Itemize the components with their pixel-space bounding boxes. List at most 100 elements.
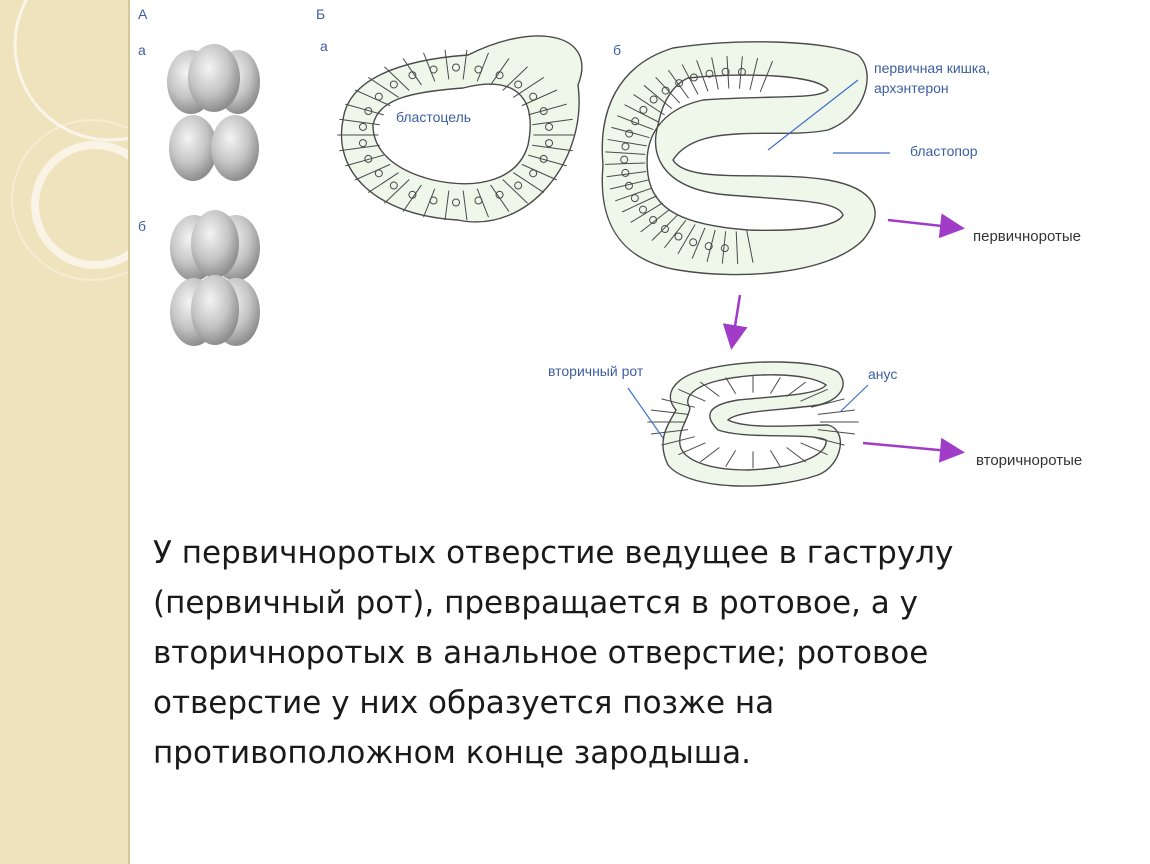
cell-nucleus — [638, 205, 647, 214]
cell-wall — [706, 229, 716, 262]
cell-wall — [800, 442, 828, 456]
cell-wall — [512, 172, 545, 194]
cell-wall — [609, 179, 649, 190]
cell-wall — [668, 69, 690, 99]
cell-nucleus — [674, 232, 683, 241]
cell-wall — [384, 179, 410, 204]
cell-nucleus — [429, 65, 438, 74]
cell-wall — [664, 220, 687, 249]
cell-wall — [661, 398, 695, 408]
cell-wall — [746, 230, 754, 263]
deuterostome-arrow — [862, 437, 965, 463]
panel-b-letter: Б — [316, 6, 326, 22]
cell-wall — [811, 398, 845, 408]
cell-wall — [605, 162, 646, 165]
cell-nucleus — [720, 244, 729, 253]
cell-wall — [367, 172, 400, 194]
cell-wall — [650, 429, 689, 435]
cell-wall — [606, 171, 647, 178]
cell-wall — [462, 49, 468, 80]
cell-nucleus — [621, 168, 630, 177]
cell-nucleus — [661, 86, 670, 95]
cell-wall — [678, 442, 706, 456]
cell-nucleus — [514, 181, 523, 190]
cell-wall — [502, 179, 528, 204]
cell-wall — [444, 49, 450, 80]
cell-wall — [699, 447, 720, 463]
cell-wall — [624, 104, 659, 123]
cell-wall — [339, 118, 380, 126]
cell-wall — [476, 188, 489, 218]
cell-wall — [512, 76, 545, 98]
cell-nucleus — [545, 122, 554, 131]
cell-nucleus — [689, 238, 698, 247]
cell-nucleus — [704, 242, 713, 251]
cell-nucleus — [649, 216, 658, 225]
cell-wall — [528, 154, 567, 167]
radial-cleavage-embryo — [170, 210, 260, 346]
cell-nucleus — [358, 122, 367, 131]
panel-b-sub-b-label: б — [613, 42, 622, 58]
cell-wall — [643, 84, 673, 110]
cell-wall — [800, 388, 828, 402]
cell-nucleus — [408, 71, 417, 80]
cell-nucleus — [620, 155, 629, 164]
cell-nucleus — [364, 154, 373, 163]
cell-nucleus — [474, 196, 483, 205]
cell-wall — [528, 103, 567, 116]
cell-wall — [384, 66, 410, 91]
cell-wall — [811, 436, 845, 446]
cell-nucleus — [649, 95, 658, 104]
cell-wall — [367, 76, 400, 98]
cell-nucleus — [474, 65, 483, 74]
cell-wall — [423, 52, 436, 82]
cell-nucleus — [539, 154, 548, 163]
cell-nucleus — [631, 117, 640, 126]
cell-nucleus — [529, 169, 538, 178]
cell-wall — [650, 409, 689, 415]
secondary-mouth-pointer-line — [627, 387, 664, 439]
cell-nucleus — [429, 196, 438, 205]
cell-nucleus — [539, 107, 548, 116]
cell-wall — [661, 436, 695, 446]
cell-wall — [738, 56, 743, 89]
cell-nucleus — [661, 225, 670, 234]
cell-wall — [759, 60, 774, 93]
cell-wall — [735, 231, 739, 264]
cell-wall — [677, 224, 696, 255]
archenteron-label-line2: архэнтерон — [874, 80, 949, 96]
cell-nucleus — [705, 69, 714, 78]
caption-text: У первичноротых отверстие ведущее в гаст… — [153, 535, 954, 771]
blastocoel-label: бластоцель — [396, 109, 472, 125]
cell-nucleus — [721, 67, 730, 76]
cell-wall — [532, 118, 573, 126]
cell-wall — [725, 450, 737, 467]
cell-nucleus — [374, 92, 383, 101]
cell-wall — [617, 115, 654, 131]
cell-nucleus — [514, 80, 523, 89]
decorative-sidebar — [0, 0, 130, 864]
protostome-arrow — [887, 213, 965, 239]
blastula — [337, 35, 583, 223]
archenteron-pointer-line — [767, 79, 859, 151]
cell-wall — [678, 388, 706, 402]
down-arrow — [722, 294, 748, 350]
cell-nucleus — [408, 190, 417, 199]
cell-nucleus — [495, 71, 504, 80]
cell-nucleus — [374, 169, 383, 178]
cell-wall — [345, 103, 384, 116]
secondary-mouth-label: вторичный рот — [548, 363, 644, 379]
cell-wall — [699, 381, 720, 397]
cell-wall — [681, 64, 699, 95]
cell-wall — [521, 89, 558, 107]
cell-wall — [605, 151, 646, 155]
cell-nucleus — [389, 181, 398, 190]
cell-wall — [502, 66, 528, 91]
cell-nucleus — [452, 198, 460, 207]
cell-wall — [345, 154, 384, 167]
cell-wall — [521, 163, 558, 181]
cell-nucleus — [621, 142, 630, 151]
cell-nucleus — [529, 92, 538, 101]
panel-a-row-b-label: б — [138, 218, 147, 234]
cell-wall — [462, 190, 468, 221]
